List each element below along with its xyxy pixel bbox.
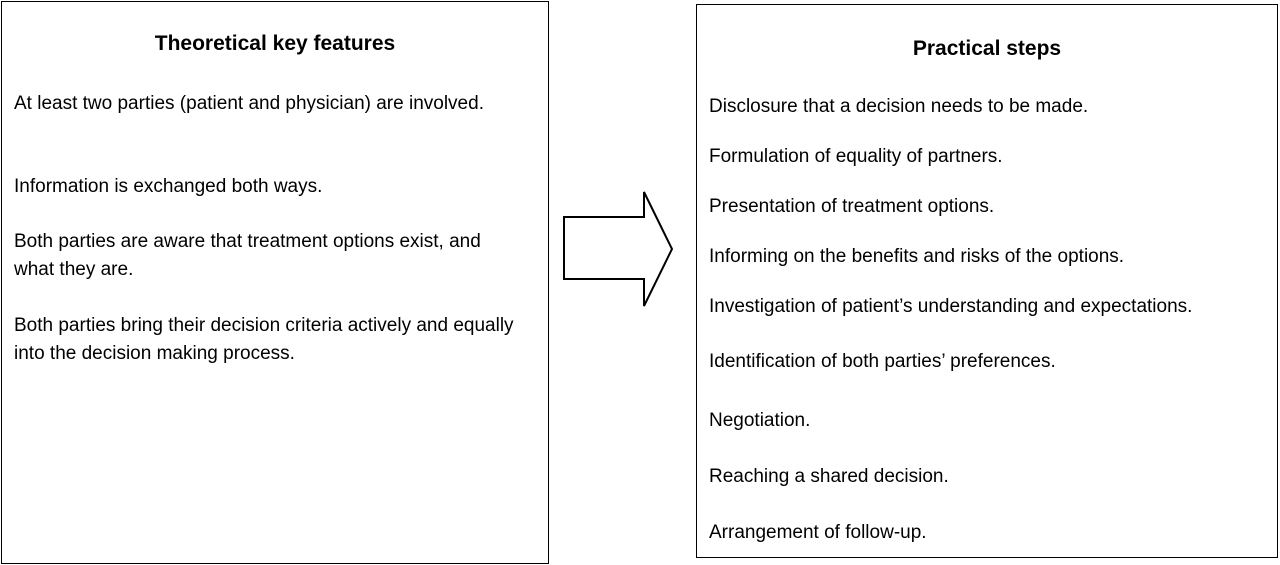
theoretical-feature-item: Both parties bring their decision criter…	[14, 315, 514, 364]
practical-step-item: Identification of both parties’ preferen…	[709, 351, 1056, 372]
practical-step-item: Informing on the benefits and risks of t…	[709, 246, 1125, 267]
practical-steps-box: Practical steps Disclosure that a decisi…	[696, 4, 1278, 558]
practical-step-item: Investigation of patient’s understanding…	[709, 296, 1193, 317]
practical-step-item: Arrangement of follow-up.	[709, 522, 927, 543]
theoretical-feature-item: Information is exchanged both ways.	[14, 176, 323, 197]
practical-step-item: Negotiation.	[709, 410, 811, 431]
practical-step-item: Formulation of equality of partners.	[709, 146, 1003, 167]
practical-step-item: Disclosure that a decision needs to be m…	[709, 96, 1089, 117]
theoretical-key-features-box: Theoretical key features At least two pa…	[1, 1, 549, 564]
practical-step-item: Presentation of treatment options.	[709, 196, 995, 217]
right-arrow-icon	[563, 191, 674, 307]
theoretical-key-features-title: Theoretical key features	[154, 32, 396, 55]
theoretical-feature-item: Both parties are aware that treatment op…	[14, 231, 481, 280]
practical-step-item: Reaching a shared decision.	[709, 466, 949, 487]
practical-steps-title: Practical steps	[912, 37, 1062, 60]
theoretical-feature-item: At least two parties (patient and physic…	[14, 93, 484, 114]
